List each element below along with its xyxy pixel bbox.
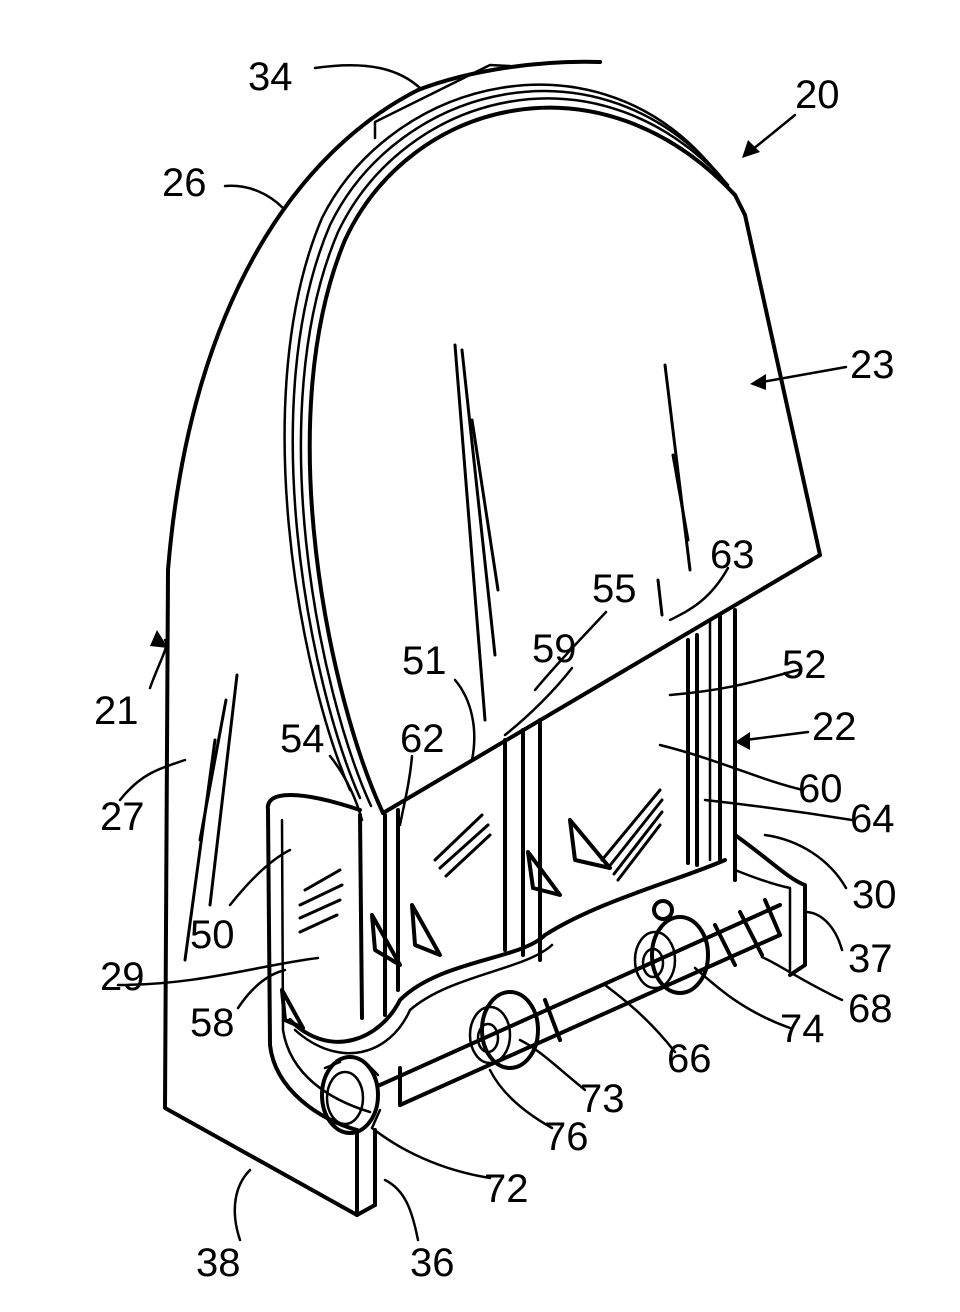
ref-29: 29: [100, 955, 145, 999]
ref-64: 64: [850, 797, 895, 841]
ref-59: 59: [532, 627, 577, 671]
ref-38: 38: [196, 1241, 241, 1285]
ref-23: 23: [850, 343, 895, 387]
reference-numerals: 34 20 26 23 63 55 59 51 52 21 22 54 62 2…: [94, 55, 897, 1285]
ref-74: 74: [780, 1007, 825, 1051]
tray-22: [688, 610, 735, 880]
ref-76: 76: [544, 1115, 589, 1159]
ref-21: 21: [94, 689, 139, 733]
ref-63: 63: [710, 533, 755, 577]
ref-68: 68: [848, 987, 893, 1031]
ref-58: 58: [190, 1001, 235, 1045]
ref-50: 50: [190, 913, 235, 957]
ref-60: 60: [798, 767, 843, 811]
ref-55: 55: [592, 567, 637, 611]
ref-37: 37: [848, 937, 893, 981]
ref-22: 22: [812, 705, 857, 749]
ref-72: 72: [484, 1167, 529, 1211]
roller-shaft-66: [380, 900, 780, 1105]
front-hood-23: [285, 65, 820, 813]
ref-26: 26: [162, 161, 207, 205]
side-bracket-30: [735, 835, 805, 975]
leader-lines: [118, 65, 852, 1240]
ref-36: 36: [410, 1241, 455, 1285]
ref-52: 52: [782, 643, 827, 687]
ref-62: 62: [400, 717, 445, 761]
ref-66: 66: [667, 1037, 712, 1081]
ref-54: 54: [280, 717, 325, 761]
ref-34: 34: [248, 55, 293, 99]
ref-30: 30: [852, 873, 897, 917]
compartments: [185, 675, 725, 1130]
ref-20: 20: [795, 73, 840, 117]
ref-51: 51: [402, 639, 447, 683]
ref-27: 27: [100, 795, 145, 839]
